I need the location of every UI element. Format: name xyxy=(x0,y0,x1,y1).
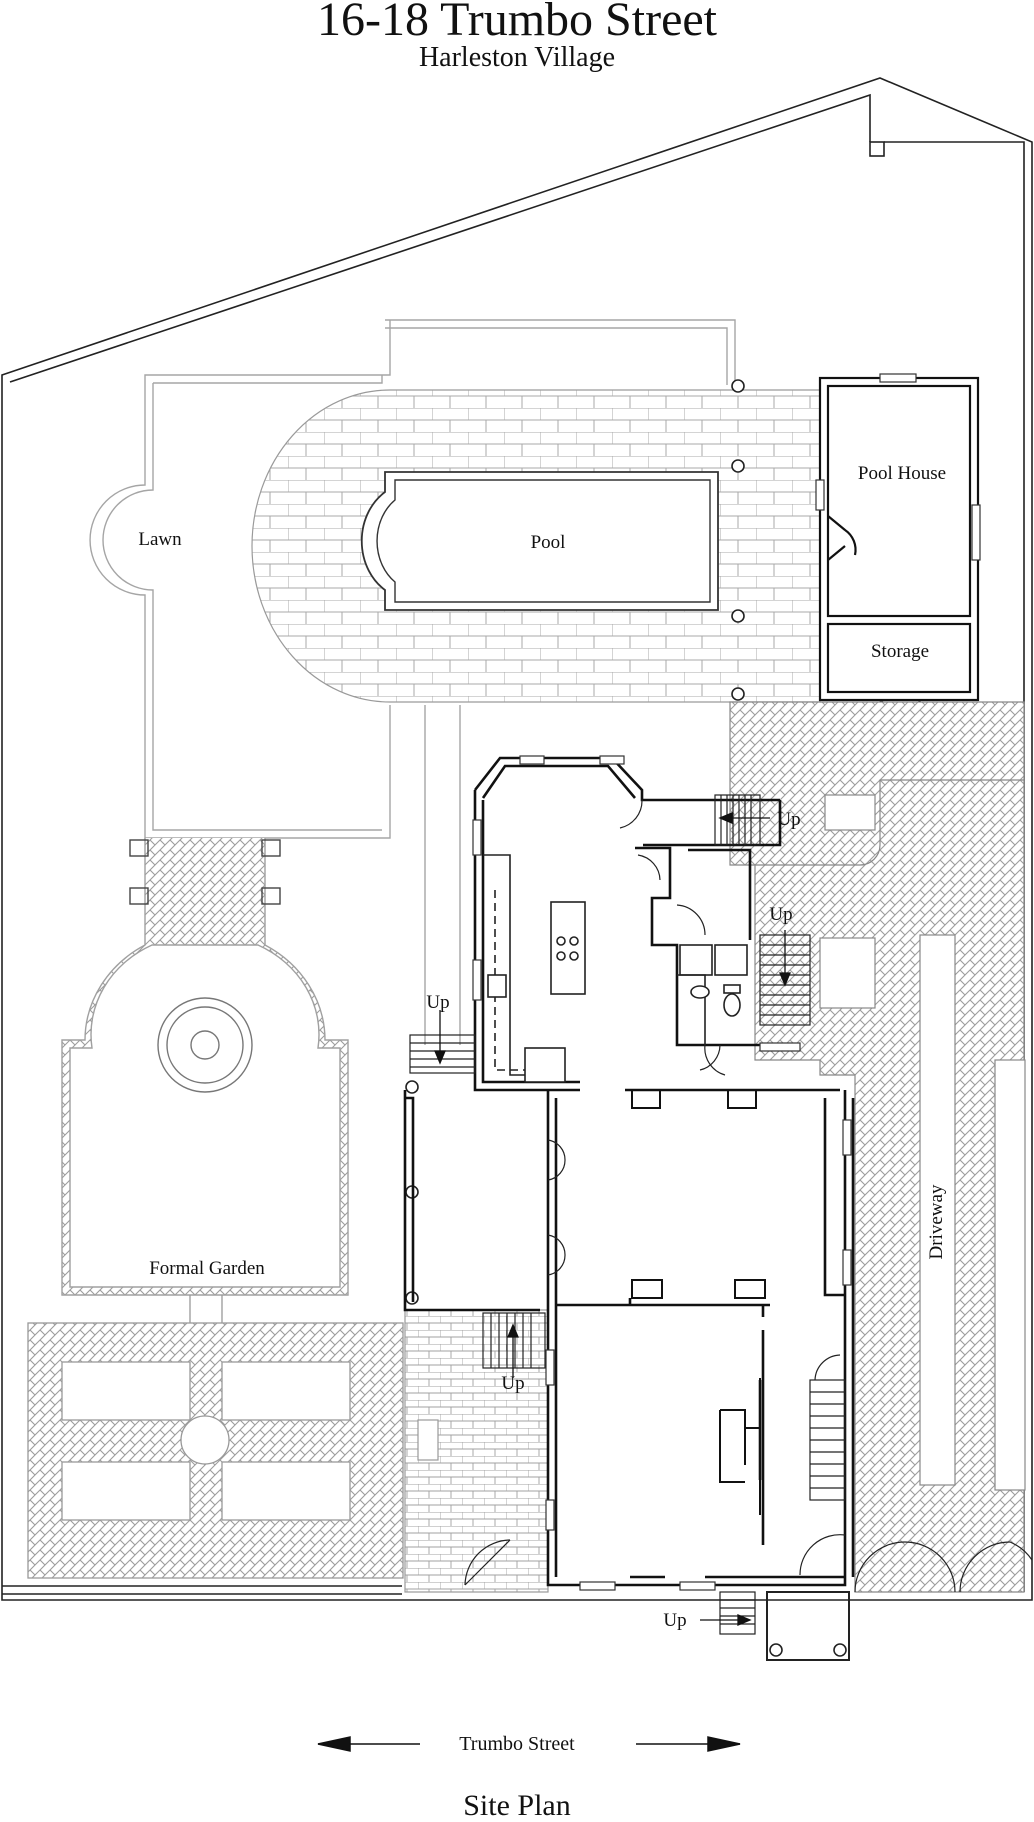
formal-garden xyxy=(61,838,349,1296)
street-arrows xyxy=(317,1736,741,1752)
driveway-paving xyxy=(729,701,1026,1593)
stair-up-label: Up xyxy=(769,904,793,925)
powder-room xyxy=(677,974,741,1045)
stair-arrows xyxy=(434,812,791,1626)
pool xyxy=(360,471,719,611)
pool-label: Pool xyxy=(530,532,566,553)
kitchen-fixtures xyxy=(483,854,748,1083)
living-room xyxy=(631,1089,766,1515)
main-house xyxy=(403,756,855,1587)
driveway-label: Driveway xyxy=(926,1184,947,1260)
stair-up-label: Up xyxy=(426,992,450,1013)
lawn-label: Lawn xyxy=(138,529,182,550)
lawn-outline xyxy=(89,319,736,1045)
side-court xyxy=(404,1309,549,1593)
stair-up-label: Up xyxy=(663,1610,687,1631)
drawing-footer: Site Plan xyxy=(463,1789,571,1822)
pool-house xyxy=(818,376,980,720)
windows xyxy=(472,373,981,1591)
pool-house-label: Pool House xyxy=(857,463,947,484)
formal-garden-label: Formal Garden xyxy=(149,1258,265,1279)
parterre xyxy=(27,1295,404,1579)
drawing-title: 16-18 Trumbo Street xyxy=(316,0,718,46)
storage-label: Storage xyxy=(870,641,930,662)
door-swings xyxy=(464,799,1033,1593)
drawing-subtitle: Harleston Village xyxy=(418,42,616,73)
stair-up-label: Up xyxy=(777,809,801,830)
street-label: Trumbo Street xyxy=(459,1733,575,1755)
stair-up-label: Up xyxy=(501,1373,525,1394)
